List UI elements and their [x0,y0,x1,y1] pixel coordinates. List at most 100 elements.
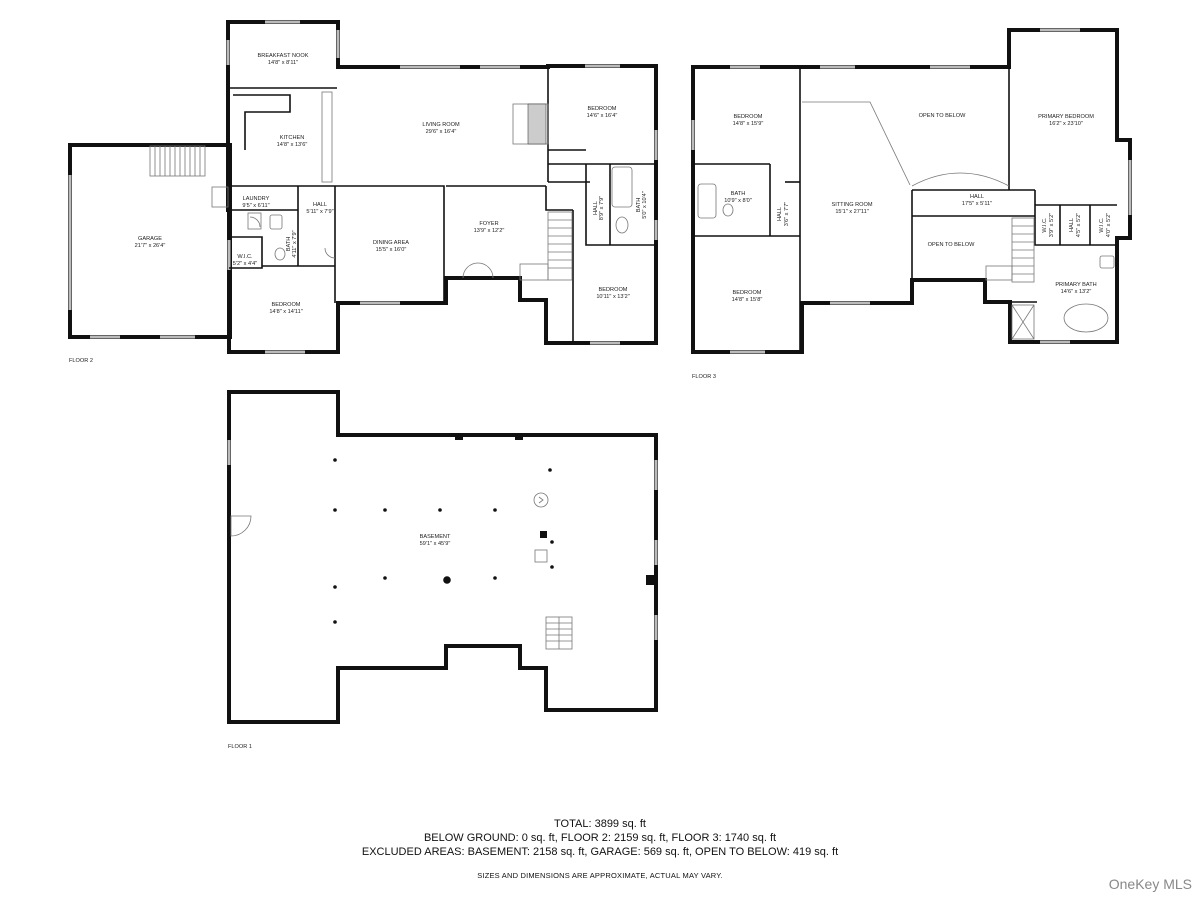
primary-bedroom-name: PRIMARY BEDROOM [1038,114,1094,120]
svg-text:59'1" x 45'9": 59'1" x 45'9" [420,541,451,547]
hall-f2-a-dims: 5'11" x 7'9" [306,209,333,215]
svg-text:14'6" x 16'4": 14'6" x 16'4" [587,113,618,119]
svg-text:OPEN TO BELOW: OPEN TO BELOW [928,242,975,248]
floor-1-plan: BASEMENT 59'1" x 45'9" FLOOR 1 [227,390,658,750]
svg-text:BEDROOM: BEDROOM [733,290,762,296]
svg-text:BATH: BATH [731,191,746,197]
svg-text:LAUNDRY: LAUNDRY [243,196,270,202]
bedroom-f3-nw-dims: 14'8" x 15'9" [733,121,764,127]
garage-dims: 21'7" x 26'4" [135,243,166,249]
wic-f3-a-dims: 3'9" x 5'2" [1049,213,1055,237]
wic-f3-b-name: W.I.C. [1099,217,1105,233]
open-to-below-1: OPEN TO BELOW [919,113,966,119]
svg-text:15'1" x 27'11": 15'1" x 27'11" [835,209,868,215]
svg-text:W.I.C.: W.I.C. [237,254,253,260]
living-room-dims: 29'6" x 16'4" [426,129,457,135]
wic-f2-name: W.I.C. [237,254,253,260]
svg-text:5'2" x 4'4": 5'2" x 4'4" [233,261,257,267]
svg-text:3'9" x 5'2": 3'9" x 5'2" [1049,213,1055,237]
svg-text:FLOOR 3: FLOOR 3 [692,374,716,380]
floor-3-stair [985,217,1035,283]
floor-2-stair [519,211,573,281]
svg-text:14'8" x 13'6": 14'8" x 13'6" [277,142,308,148]
floor-2-outline [226,20,658,354]
floor-1-label: FLOOR 1 [228,744,252,750]
svg-text:3'6" x 7'7": 3'6" x 7'7" [784,202,790,226]
bath-f2-a-name: BATH [286,237,292,252]
hall-f3-b-name: HALL [970,194,984,200]
summary-total: TOTAL: 3899 sq. ft [554,818,646,830]
hall-f3-a-name: HALL [777,207,783,221]
svg-text:15'5" x 16'0": 15'5" x 16'0" [376,247,407,253]
svg-text:HALL: HALL [313,202,327,208]
svg-text:BEDROOM: BEDROOM [588,106,617,112]
svg-text:FLOOR 2: FLOOR 2 [69,358,93,364]
bedroom-f2-se-dims: 10'11" x 13'2" [596,294,629,300]
svg-text:HALL: HALL [593,201,599,215]
garage-name: GARAGE [138,236,162,242]
bedroom-f3-nw-name: BEDROOM [734,114,763,120]
svg-text:FLOOR 1: FLOOR 1 [228,744,252,750]
breakfast-nook-dims: 14'8" x 8'11" [268,60,298,66]
svg-text:PRIMARY BEDROOM: PRIMARY BEDROOM [1038,114,1094,120]
bedroom-f2-ne-dims: 14'6" x 16'4" [587,113,618,119]
living-room-name: LIVING ROOM [422,122,460,128]
svg-text:BEDROOM: BEDROOM [272,302,301,308]
svg-text:KITCHEN: KITCHEN [280,135,305,141]
svg-text:10'11" x 13'2": 10'11" x 13'2" [596,294,629,300]
svg-text:BEDROOM: BEDROOM [734,114,763,120]
summary-disclaimer: SIZES AND DIMENSIONS ARE APPROXIMATE, AC… [477,871,723,880]
svg-text:GARAGE: GARAGE [138,236,162,242]
primary-bath-name: PRIMARY BATH [1055,282,1096,288]
floor-3-outline [691,28,1132,354]
svg-text:5'0" x 10'4": 5'0" x 10'4" [642,191,648,219]
watermark: OneKey MLS [1108,876,1192,892]
basement-columns [333,458,554,624]
sitting-room-dims: 15'1" x 27'11" [835,209,868,215]
bedroom-f2-se-name: BEDROOM [599,287,628,293]
basement-stair [545,616,573,650]
wic-f3-a-name: W.I.C. [1042,217,1048,233]
kitchen-name: KITCHEN [280,135,305,141]
svg-text:14'6" x 13'2": 14'6" x 13'2" [1061,289,1092,295]
svg-text:BATH: BATH [286,237,292,252]
svg-text:9'5" x 6'11": 9'5" x 6'11" [242,203,269,209]
hall-f2-b-name: HALL [593,201,599,215]
hall-f3-a-dims: 3'6" x 7'7" [784,202,790,226]
summary-excluded-areas: EXCLUDED AREAS: BASEMENT: 2158 sq. ft, G… [361,846,839,858]
hall-f3-c-name: HALL [1069,218,1075,232]
bedroom-f2-ne-name: BEDROOM [588,106,617,112]
hall-f3-c-dims: 4'5" x 5'2" [1076,213,1082,237]
foyer-name: FOYER [479,221,498,227]
open-to-below-2: OPEN TO BELOW [928,242,975,248]
svg-text:21'7" x 26'4": 21'7" x 26'4" [135,243,166,249]
dining-area-name: DINING AREA [373,240,409,246]
svg-text:BREAKFAST NOOK: BREAKFAST NOOK [258,53,309,59]
dining-area-dims: 15'5" x 16'0" [376,247,407,253]
basement-outline [227,390,658,724]
svg-text:HALL: HALL [970,194,984,200]
bath-f3-name: BATH [731,191,746,197]
bath-f3-dims: 10'9" x 8'0" [724,198,752,204]
svg-text:W.I.C.: W.I.C. [1042,217,1048,233]
primary-bedroom-dims: 16'2" x 23'10" [1049,121,1083,127]
svg-text:W.I.C.: W.I.C. [1099,217,1105,233]
floor-3-label: FLOOR 3 [692,374,716,380]
wic-f2-dims: 5'2" x 4'4" [233,261,257,267]
breakfast-nook-name: BREAKFAST NOOK [258,53,309,59]
laundry-dims: 9'5" x 6'11" [242,203,269,209]
floor-2-label: FLOOR 2 [69,358,93,364]
summary-below-ground: BELOW GROUND: 0 sq. ft, FLOOR 2: 2159 sq… [423,832,777,844]
bath-f2-b-dims: 5'0" x 10'4" [642,191,648,219]
svg-text:14'8" x 8'11": 14'8" x 8'11" [268,60,298,66]
sitting-room-name: SITTING ROOM [831,202,872,208]
floor-2-plan: BREAKFAST NOOK 14'8" x 8'11" KITCHEN 14'… [68,20,658,364]
laundry-name: LAUNDRY [243,196,270,202]
svg-text:4'0" x 5'2": 4'0" x 5'2" [1106,213,1112,237]
svg-text:HALL: HALL [777,207,783,221]
hall-f2-a-name: HALL [313,202,327,208]
svg-text:BEDROOM: BEDROOM [599,287,628,293]
wic-f3-b-dims: 4'0" x 5'2" [1106,213,1112,237]
foyer-dims: 13'9" x 12'2" [474,228,505,234]
